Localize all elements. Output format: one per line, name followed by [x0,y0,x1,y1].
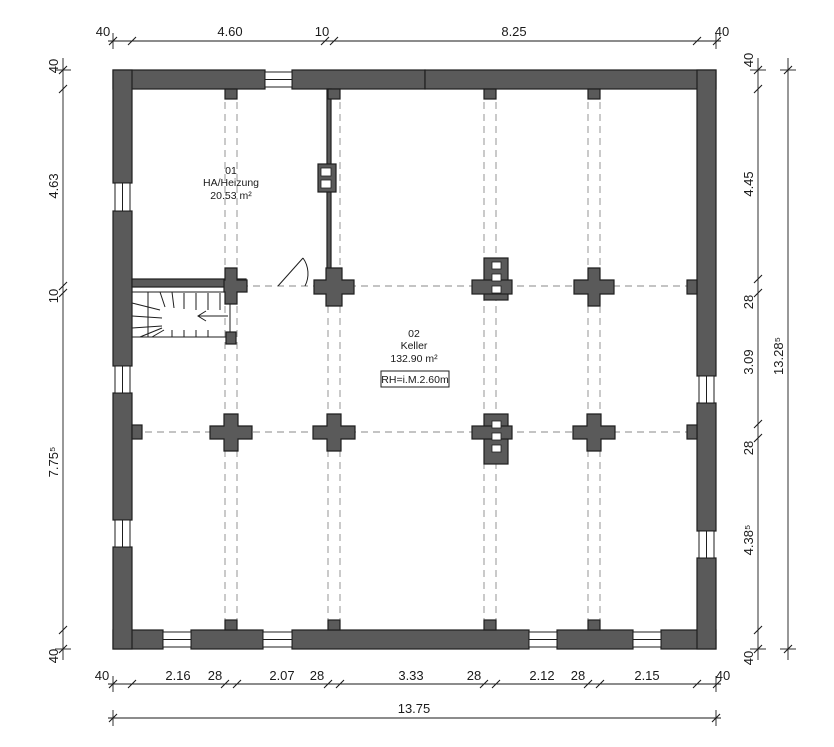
dimension-right: 40 4.45 28 3.09 28 4.38⁵ 40 [741,53,766,665]
dimension-top: 40 4.60 10 8.25 40 [96,24,729,49]
dim-bottom-8: 28 [571,668,585,683]
dim-bottom-6: 28 [467,668,481,683]
dim-bottom-9: 2.15 [634,668,659,683]
dim-bottom-2: 28 [208,668,222,683]
room-01-number: 01 [225,165,237,177]
dim-bottom-10: 40 [716,668,730,683]
room-height-note: RH=i.M.2.60m [381,374,449,386]
dim-bottom-4: 28 [310,668,324,683]
dim-top-3: 8.25 [501,24,526,39]
dim-bottom-1: 2.16 [165,668,190,683]
dim-bottom-7: 2.12 [529,668,554,683]
room-02-number: 02 [408,328,420,340]
dim-top-1: 4.60 [217,24,242,39]
door-swing [277,257,309,287]
dim-top-2: 10 [315,24,329,39]
room-02-label: 02 Keller 132.90 m² RH=i.M.2.60m [380,328,450,388]
room-02-area: 132.90 m² [390,353,438,365]
dim-bottom-0: 40 [95,668,109,683]
dim-left-0: 40 [46,59,61,73]
dim-right-1: 4.45 [741,171,756,196]
room-height-box [380,370,450,388]
room-01-label: 01 HA/Heizung 20.53 m² [203,165,259,202]
dimension-bottom: 40 2.16 28 2.07 28 3.33 28 2.12 28 2.15 … [95,668,730,692]
dim-bottom-3: 2.07 [269,668,294,683]
dim-right-5: 4.38⁵ [741,525,756,556]
dim-left-4: 40 [46,649,61,663]
windows [114,71,715,648]
room-01-area: 20.53 m² [210,190,252,202]
dimension-right-total: 13.28⁵ [771,58,796,660]
room-02-name: Keller [401,340,428,352]
dim-top-4: 40 [715,24,729,39]
dim-right-4: 28 [741,441,756,455]
dimension-bottom-total: 13.75 [108,701,721,726]
dim-right-total: 13.28⁵ [771,337,786,375]
dim-left-1: 4.63 [46,173,61,198]
dim-bottom-total: 13.75 [398,701,431,716]
dim-top-0: 40 [96,24,110,39]
dimension-left: 40 4.63 10 7.75⁵ 40 [46,58,71,663]
columns [131,88,698,631]
dim-left-3: 7.75⁵ [46,447,61,478]
dim-bottom-5: 3.33 [398,668,423,683]
staircase [131,291,237,345]
dim-right-6: 40 [741,651,756,665]
room-01-name: HA/Heizung [203,177,259,189]
dim-left-2: 10 [46,289,61,303]
dim-right-0: 40 [741,53,756,67]
dim-right-2: 28 [741,295,756,309]
exterior-walls [112,69,717,650]
dim-right-3: 3.09 [741,349,756,374]
